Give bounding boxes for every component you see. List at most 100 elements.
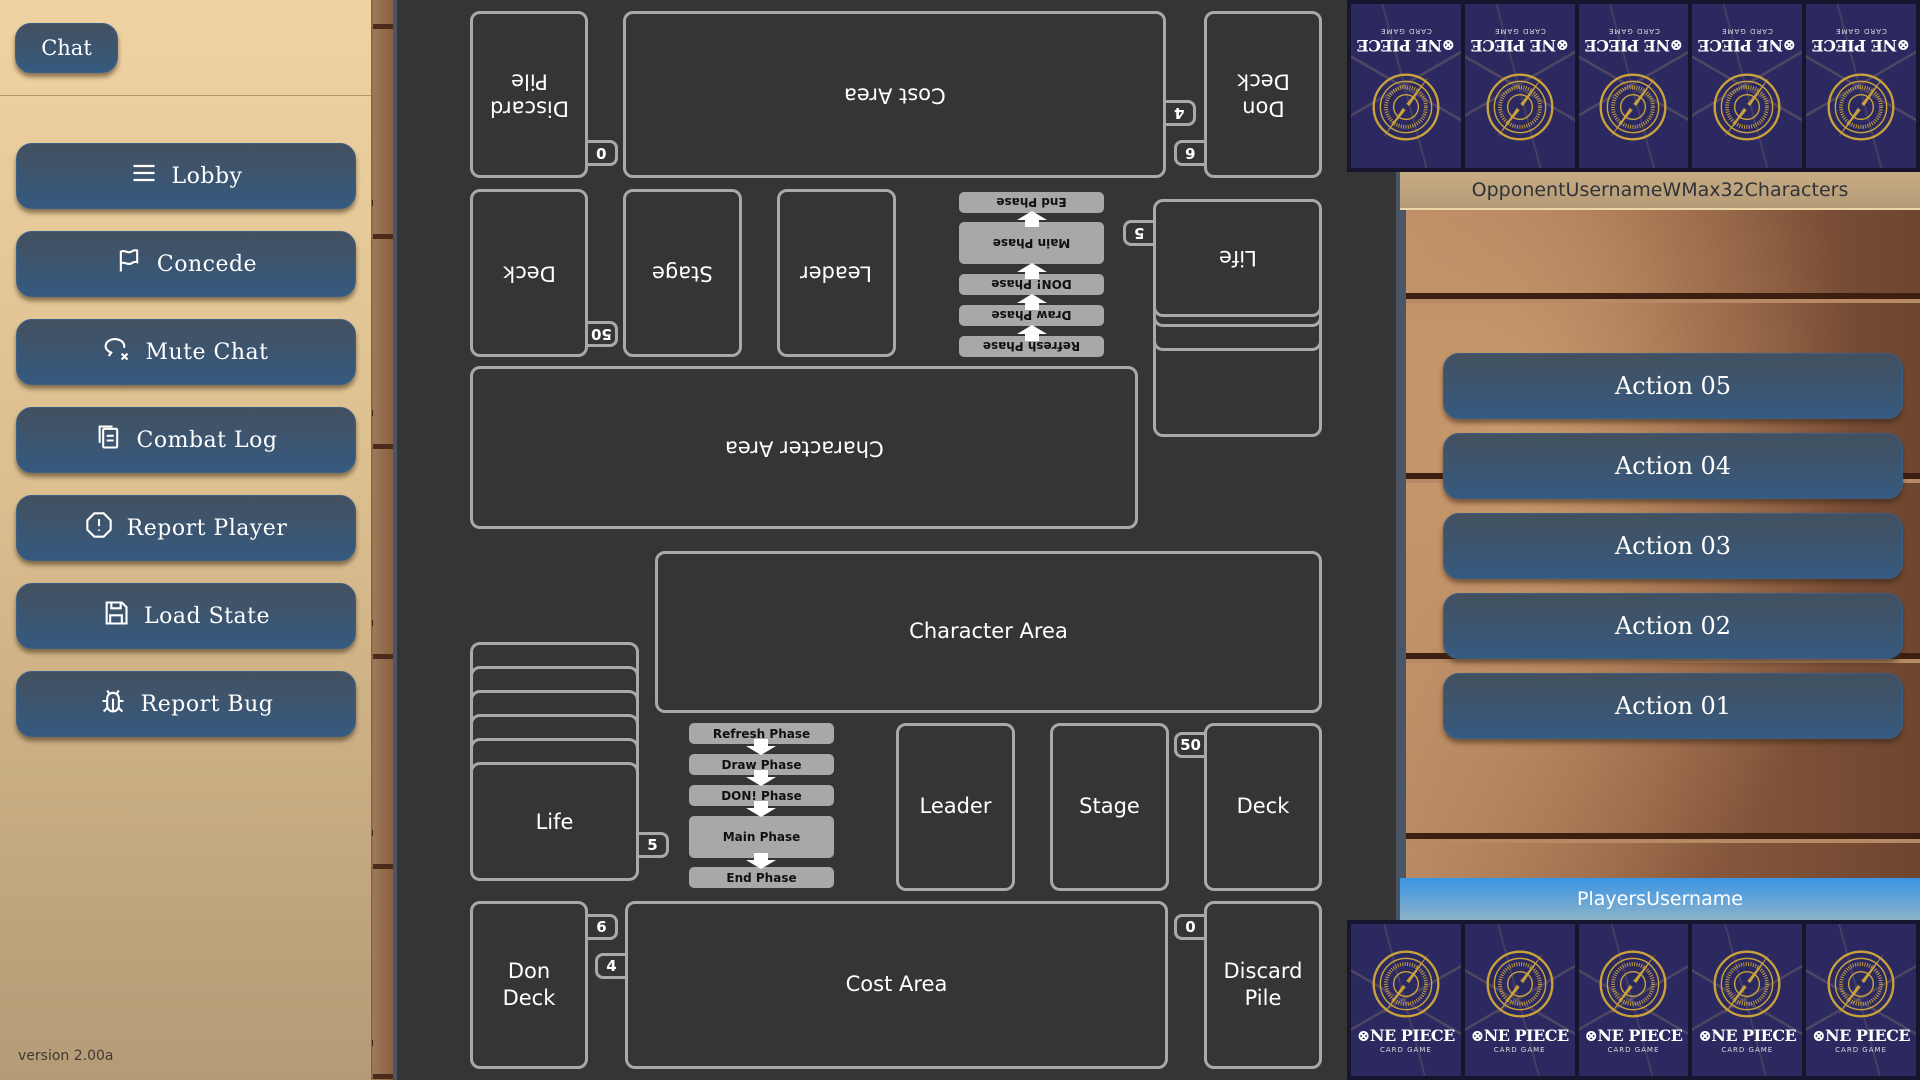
concede-button[interactable]: Concede: [16, 231, 356, 297]
load-state-button[interactable]: Load State: [16, 583, 356, 649]
combat-log-label: Combat Log: [136, 427, 278, 453]
action-05-button[interactable]: Action 05: [1443, 353, 1903, 419]
combat-log-button[interactable]: Combat Log: [16, 407, 356, 473]
player-character-area[interactable]: Character Area: [655, 551, 1322, 713]
opponent-leader[interactable]: Leader: [777, 189, 896, 357]
player-cost-area[interactable]: Cost Area: [625, 901, 1168, 1069]
opponent-phase-end: End Phase: [959, 192, 1104, 213]
player-leader-label: Leader: [919, 794, 992, 819]
report-player-button[interactable]: Report Player: [16, 495, 356, 561]
menu-icon: [130, 159, 158, 193]
player-life[interactable]: Life: [470, 642, 639, 881]
opponent-don-count: 6: [1174, 140, 1204, 166]
concede-label: Concede: [156, 251, 258, 277]
compass-icon: [1486, 950, 1554, 1018]
opponent-stage[interactable]: Stage: [623, 189, 742, 357]
opponent-cost-count: 4: [1166, 100, 1196, 126]
opponent-cost-area[interactable]: Cost Area: [623, 11, 1166, 178]
player-leader[interactable]: Leader: [896, 723, 1015, 891]
opponent-discard-count: 0: [588, 140, 618, 166]
arrow-down-icon: [1017, 263, 1047, 279]
player-username: PlayersUsername: [1400, 878, 1920, 920]
report-bug-button[interactable]: Report Bug: [16, 671, 356, 737]
lobby-label: Lobby: [171, 163, 243, 189]
arrow-down-icon: [746, 801, 776, 817]
mute-chat-label: Mute Chat: [145, 339, 269, 365]
opponent-life[interactable]: Life: [1153, 199, 1322, 437]
flag-icon: [115, 247, 143, 281]
alert-icon: [85, 511, 113, 545]
chat-button[interactable]: Chat: [15, 23, 118, 73]
action-03-button[interactable]: Action 03: [1443, 513, 1903, 579]
board-edge: [393, 0, 397, 1080]
compass-icon: [1827, 73, 1895, 141]
action-04-button[interactable]: Action 04: [1443, 433, 1903, 499]
player-discard-count: 0: [1174, 914, 1204, 940]
opponent-stage-label: Stage: [652, 261, 713, 286]
opponent-character-area[interactable]: Character Area: [470, 366, 1138, 529]
opponent-life-count: 5: [1123, 220, 1153, 246]
player-phase-end[interactable]: End Phase: [689, 867, 834, 888]
arrow-down-icon: [746, 739, 776, 755]
lobby-button[interactable]: Lobby: [16, 143, 356, 209]
player-phase-draw[interactable]: Draw Phase: [689, 754, 834, 775]
action-01-button[interactable]: Action 01: [1443, 673, 1903, 739]
player-don-deck[interactable]: Don Deck: [470, 901, 588, 1069]
opponent-don-deck[interactable]: Don Deck: [1204, 11, 1322, 178]
compass-icon: [1599, 73, 1667, 141]
opponent-life-label: Life: [1218, 246, 1257, 270]
version-label: version 2.00a: [18, 1048, 114, 1064]
arrow-down-icon: [1017, 294, 1047, 310]
player-deck[interactable]: Deck: [1204, 723, 1322, 891]
player-phase-don[interactable]: DON! Phase: [689, 785, 834, 806]
mute-chat-icon: [103, 335, 131, 369]
opponent-deck[interactable]: Deck: [470, 189, 588, 357]
save-icon: [102, 599, 130, 633]
wood-border: [373, 0, 393, 1080]
player-phase-refresh[interactable]: Refresh Phase: [689, 723, 834, 744]
compass-icon: [1486, 73, 1554, 141]
arrow-down-icon: [746, 853, 776, 869]
compass-icon: [1713, 950, 1781, 1018]
player-deck-label: Deck: [1236, 794, 1290, 819]
opponent-discard-pile[interactable]: Discard Pile: [470, 11, 588, 178]
player-phase-main[interactable]: Main Phase: [689, 816, 834, 858]
panel-edge: [1400, 170, 1406, 1080]
player-discard-label: Discard Pile: [1223, 958, 1303, 1010]
mute-chat-button[interactable]: Mute Chat: [16, 319, 356, 385]
opponent-phase-tracker: Refresh Phase Draw Phase DON! Phase Main…: [959, 192, 1104, 357]
player-deck-count: 50: [1174, 732, 1204, 758]
opponent-leader-label: Leader: [800, 261, 873, 286]
action-02-button[interactable]: Action 02: [1443, 593, 1903, 659]
opponent-deck-count: 50: [588, 321, 618, 347]
opponent-don-deck-label: Don Deck: [1236, 69, 1290, 121]
opponent-phase-main: Main Phase: [959, 222, 1104, 264]
player-discard-pile[interactable]: Discard Pile: [1204, 901, 1322, 1069]
sidebar-divider: [0, 95, 371, 96]
compass-icon: [1372, 950, 1440, 1018]
compass-icon: [1372, 73, 1440, 141]
report-player-label: Report Player: [126, 515, 288, 541]
player-don-deck-label: Don Deck: [502, 958, 556, 1010]
chat-button-label: Chat: [41, 36, 92, 60]
player-stage[interactable]: Stage: [1050, 723, 1169, 891]
arrow-down-icon: [746, 770, 776, 786]
